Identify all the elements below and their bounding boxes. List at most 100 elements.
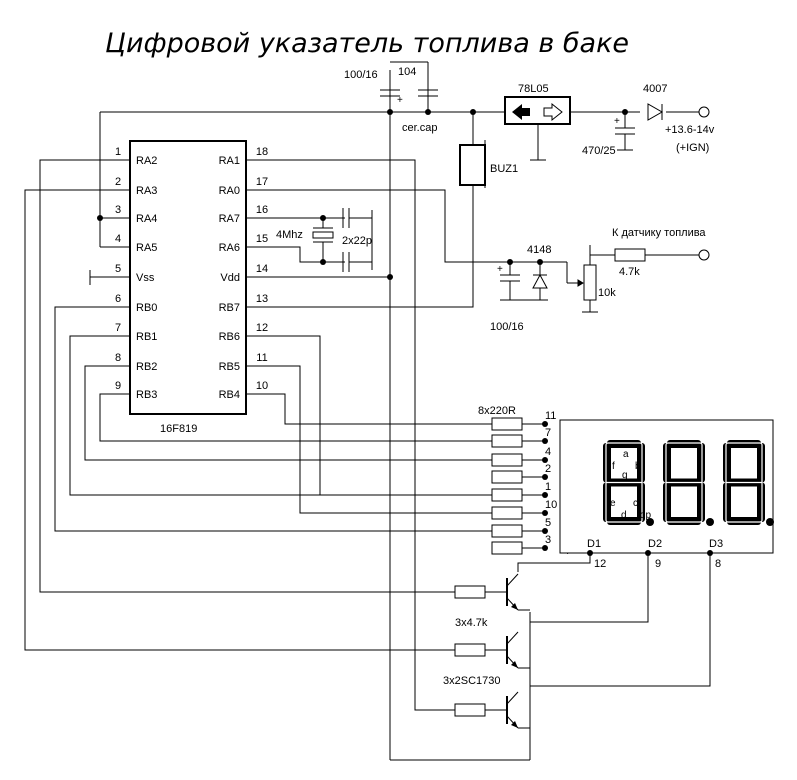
buz1-label: BUZ1 — [490, 163, 518, 175]
diode-4148-label: 4148 — [527, 244, 551, 256]
mcu-pin-num-left: 5 — [115, 263, 121, 275]
mcu-pin-num-left: 6 — [115, 293, 121, 305]
seven-seg-digit — [603, 440, 654, 526]
seg-label-dp: dp — [640, 510, 652, 521]
plus-mark-2: + — [614, 116, 620, 127]
segment-resistor — [491, 470, 523, 484]
base-resistor — [454, 585, 486, 599]
mcu-pin-name-left: RA4 — [136, 213, 157, 225]
seg-label-a: a — [623, 449, 629, 460]
seg-label-g: g — [622, 470, 628, 481]
pot-label: 10k — [598, 287, 616, 299]
junction-vdd — [387, 274, 393, 280]
mcu-pin-name-right: RB4 — [219, 389, 240, 401]
plus-mark-1: + — [397, 95, 403, 106]
mcu-pin-num-left: 7 — [115, 322, 121, 334]
base-resistor — [454, 703, 486, 717]
mcu-16f819-body — [129, 140, 247, 415]
segment-resistor — [491, 453, 523, 467]
pot-10k — [583, 264, 597, 301]
pin-d1-dot — [587, 550, 593, 556]
segment-pin-dot — [542, 510, 548, 516]
npn-transistor — [454, 631, 530, 669]
segment-pin-number: 3 — [545, 534, 551, 546]
junction-vcc-b — [425, 109, 431, 115]
resistor-4-7k-sensor — [614, 248, 646, 262]
mcu-pin-num-right: 17 — [256, 176, 268, 188]
pin-d3-dot — [707, 550, 713, 556]
sensor-terminal — [698, 249, 710, 261]
mcu-pin-name-left: Vss — [136, 272, 155, 284]
transistor-part-label: 3x2SC1730 — [443, 675, 501, 687]
seg-label-d: d — [621, 510, 627, 521]
segment-pin-dot — [542, 457, 548, 463]
mcu-pin-num-right: 11 — [256, 352, 267, 364]
mcu-pin-name-right: RA0 — [219, 185, 240, 197]
npn-transistor — [454, 691, 530, 729]
seven-seg-digit — [663, 440, 714, 526]
junction-sensor-b — [537, 259, 543, 265]
mcu-pin-name-left: RB2 — [136, 361, 157, 373]
seven-seg-digit — [723, 440, 774, 526]
cer-cap-label: cer.cap — [402, 122, 437, 134]
npn-transistor — [454, 573, 530, 611]
mcu-pin-num-right: 14 — [256, 263, 268, 275]
transistor-array — [454, 573, 530, 729]
mcu-pin-num-left: 3 — [115, 204, 121, 216]
junction-ra4 — [97, 215, 103, 221]
seg-label-f: f — [612, 461, 615, 472]
sensor-wires — [473, 245, 700, 313]
segment-pin-number: 4 — [545, 446, 551, 458]
crystal-caps-label: 2x22p — [342, 235, 372, 247]
junction-vcc-a — [387, 109, 393, 115]
decimal-point — [766, 518, 774, 526]
mcu-pin-num-right: 12 — [256, 322, 268, 334]
mcu-pin-name-right: RA7 — [219, 213, 240, 225]
mcu-pin-name-right: RB6 — [219, 331, 240, 343]
diode-4007-label: 4007 — [643, 83, 667, 95]
mcu-pin-num-right: 16 — [256, 204, 268, 216]
segment-pin-dot — [542, 438, 548, 444]
mcu-pin-name-left: RA3 — [136, 185, 157, 197]
transistor-resistors-label: 3x4.7k — [455, 617, 488, 629]
mcu-pin-num-right: 15 — [256, 233, 268, 245]
segment-pin-number: 7 — [545, 427, 551, 439]
mcu-pin-num-left: 4 — [115, 233, 121, 245]
sensor-resistor-label: 4.7k — [619, 266, 640, 278]
segment-resistor — [491, 488, 523, 502]
buz1-switch — [459, 144, 486, 186]
segment-pin-number: 11 — [545, 410, 556, 422]
digit-label-d3: D3 — [709, 538, 723, 550]
base-resistor — [454, 643, 486, 657]
mcu-pins: 1RA22RA33RA44RA55Vss6RB07RB18RB29RB318RA… — [115, 146, 268, 401]
mcu-pin-name-left: RB3 — [136, 389, 157, 401]
segment-pin-dot — [542, 492, 548, 498]
sensor-cap-label: 100/16 — [490, 321, 524, 333]
segment-resistor — [491, 506, 523, 520]
mcu-pin-name-left: RA2 — [136, 155, 157, 167]
seg-label-c: c — [633, 498, 638, 509]
mcu-pin-name-right: Vdd — [220, 272, 240, 284]
segment-pin-dot — [542, 528, 548, 534]
cap-104-label: 104 — [398, 66, 416, 78]
junction-xtal-b — [320, 259, 326, 265]
sensor-connector-label: К датчику топлива — [612, 227, 706, 239]
mcu-pin-name-right: RB5 — [219, 361, 240, 373]
plus-mark-3: + — [497, 264, 503, 275]
reg-arrow-in-icon — [512, 104, 530, 120]
regulator-label: 78L05 — [518, 83, 549, 95]
segment-pin-dot — [542, 474, 548, 480]
common-pin-9: 9 — [655, 558, 661, 570]
transistor-wires — [390, 612, 531, 761]
mcu-pin-name-left: RA5 — [136, 242, 157, 254]
mcu-pin-num-right: 18 — [256, 146, 268, 158]
segment-pin-number: 2 — [545, 463, 551, 475]
seg-label-e: e — [610, 498, 616, 509]
seg-resistors-label: 8x220R — [478, 405, 516, 417]
segment-resistor — [491, 541, 523, 555]
mcu-pin-name-left: RB0 — [136, 302, 157, 314]
crystal-freq-label: 4Mhz — [276, 229, 303, 241]
segment-pin-dot — [542, 421, 548, 427]
segment-pin-dot — [542, 545, 548, 551]
